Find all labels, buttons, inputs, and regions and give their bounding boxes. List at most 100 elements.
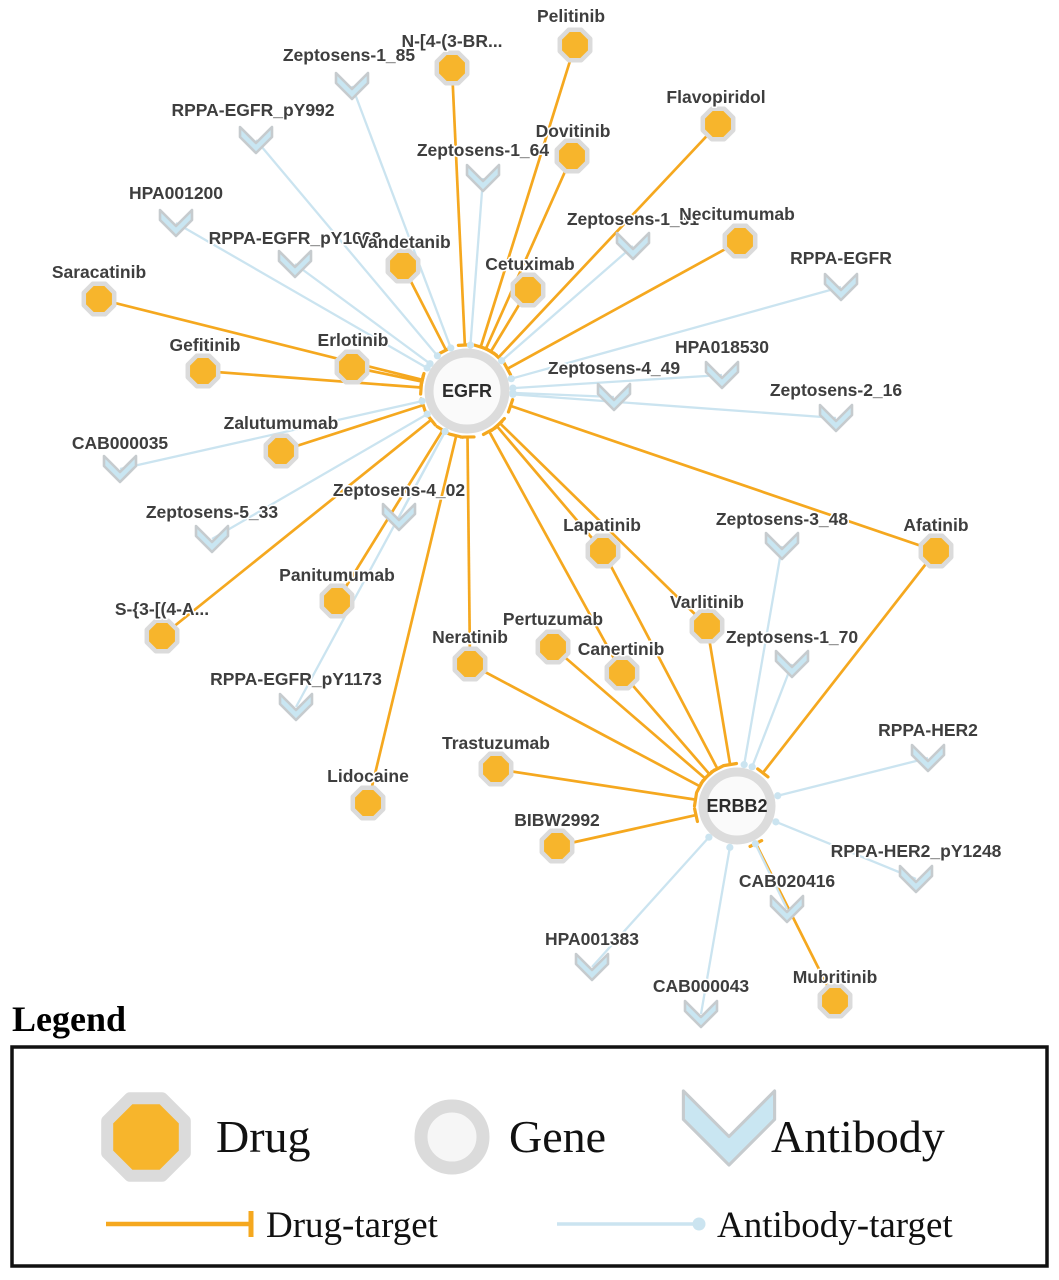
antibody-node-Zeptosens-3_48[interactable] xyxy=(764,531,800,561)
edge-antibody-Zeptosens-2_16-to-EGFR xyxy=(512,393,837,420)
gene-node-ERBB2[interactable] xyxy=(698,767,776,845)
antibody-target-dot xyxy=(726,843,734,851)
drug-label-N-[4-(3-BR...: N-[4-(3-BR... xyxy=(401,31,502,51)
drug-label-Trastuzumab: Trastuzumab xyxy=(442,733,550,753)
antibody-target-dot xyxy=(774,792,782,800)
drug-node-Lidocaine[interactable] xyxy=(350,785,386,821)
antibody-node-Zeptosens-1_31[interactable] xyxy=(615,231,651,261)
antibody-node-HPA018530[interactable] xyxy=(704,360,740,390)
drug-label-Cetuximab: Cetuximab xyxy=(485,254,574,274)
antibody-target-dot xyxy=(426,360,434,368)
drug-node-Erlotinib[interactable] xyxy=(334,349,370,385)
antibody-node-RPPA-HER2_pY1248[interactable] xyxy=(898,864,934,894)
antibody-node-CAB000035[interactable] xyxy=(102,454,138,484)
edge-antibody-RPPA-EGFR_pY992-to-EGFR xyxy=(255,139,439,357)
edge-antibody-RPPA-EGFR-to-EGFR xyxy=(511,285,842,380)
drug-target-tick xyxy=(502,361,513,377)
antibody-target-dot xyxy=(507,375,515,383)
antibody-node-Zeptosens-1_64[interactable] xyxy=(465,163,501,193)
antibody-label-Zeptosens-1_85: Zeptosens-1_85 xyxy=(283,45,416,65)
edge-antibody-RPPA-HER2-to-ERBB2 xyxy=(777,756,929,797)
antibody-node-Zeptosens-2_16[interactable] xyxy=(818,403,854,433)
edge-drug-Gefitinib-to-EGFR xyxy=(202,369,422,389)
drug-node-Vandetanib[interactable] xyxy=(385,248,421,284)
drug-node-Zalutumumab[interactable] xyxy=(263,433,299,469)
edge-drug-Flavopiridol-to-EGFR xyxy=(497,123,719,359)
antibody-node-Zeptosens-4_02[interactable] xyxy=(381,502,417,532)
drug-target-tick xyxy=(419,373,425,390)
edge-antibody-CAB000043-to-ERBB2 xyxy=(699,847,731,1015)
drug-node-Flavopiridol[interactable] xyxy=(700,106,736,142)
edge-drug-Canertinib-to-EGFR xyxy=(487,430,624,674)
edge-antibody-HPA001383-to-ERBB2 xyxy=(591,836,710,968)
edge-drug-Pelitinib-to-EGFR xyxy=(479,44,577,348)
drug-node-Gefitinib[interactable] xyxy=(185,353,221,389)
drug-label-BIBW2992: BIBW2992 xyxy=(514,810,600,830)
edge-drug-Canertinib-to-ERBB2 xyxy=(620,672,711,776)
drug-node-Saracatinib[interactable] xyxy=(81,281,117,317)
antibody-target-dot xyxy=(751,840,759,848)
drug-label-Mubritinib: Mubritinib xyxy=(793,967,878,987)
antibody-label-RPPA-HER2: RPPA-HER2 xyxy=(878,720,978,740)
edge-drug-S-{3-[(4-A...-to-EGFR xyxy=(161,418,432,638)
drug-node-Lapatinib[interactable] xyxy=(585,533,621,569)
drug-node-BIBW2992[interactable] xyxy=(539,828,575,864)
antibody-label-HPA001383: HPA001383 xyxy=(545,929,639,949)
antibody-node-RPPA-HER2[interactable] xyxy=(910,743,946,773)
antibody-node-Zeptosens-5_33[interactable] xyxy=(194,524,230,554)
antibody-label-RPPA-EGFR: RPPA-EGFR xyxy=(790,248,892,268)
drug-node-Pertuzumab[interactable] xyxy=(535,629,571,665)
drug-node-Varlitinib[interactable] xyxy=(689,608,725,644)
edge-antibody-Zeptosens-3_48-to-ERBB2 xyxy=(743,545,784,765)
antibody-node-CAB020416[interactable] xyxy=(769,894,805,924)
legend-drug-label: Drug xyxy=(216,1111,311,1162)
antibody-node-RPPA-EGFR_pY1173[interactable] xyxy=(278,692,314,722)
edge-markers-layer xyxy=(418,341,782,851)
drug-node-Dovitinib[interactable] xyxy=(554,138,590,174)
antibody-label-RPPA-HER2_pY1248: RPPA-HER2_pY1248 xyxy=(831,841,1002,861)
drug-node-Neratinib[interactable] xyxy=(452,646,488,682)
edge-drug-BIBW2992-to-ERBB2 xyxy=(556,813,697,848)
edge-drug-Afatinib-to-ERBB2 xyxy=(761,550,938,774)
drug-node-Necitumumab[interactable] xyxy=(722,223,758,259)
antibody-node-CAB000043[interactable] xyxy=(683,999,719,1029)
drug-label-Lapatinib: Lapatinib xyxy=(563,515,641,535)
drug-label-Gefitinib: Gefitinib xyxy=(170,335,241,355)
antibody-target-dot xyxy=(433,352,441,360)
drug-node-Canertinib[interactable] xyxy=(604,655,640,691)
antibody-node-HPA001200[interactable] xyxy=(158,208,194,238)
drug-node-Cetuximab[interactable] xyxy=(510,272,546,308)
antibody-label-CAB000035: CAB000035 xyxy=(72,433,169,453)
drug-target-tick xyxy=(692,807,700,824)
labels-layer: EGFRERBB2Zeptosens-1_85RPPA-EGFR_pY992HP… xyxy=(50,5,1003,998)
drug-node-Pelitinib[interactable] xyxy=(557,27,593,63)
antibody-node-RPPA-EGFR_pY1068[interactable] xyxy=(277,249,313,279)
edge-antibody-RPPA-EGFR_pY1068-to-EGFR xyxy=(294,263,431,365)
antibody-target-dot xyxy=(748,763,756,771)
antibody-node-RPPA-EGFR_pY992[interactable] xyxy=(238,125,274,155)
edge-antibody-RPPA-HER2_pY1248-to-ERBB2 xyxy=(775,820,917,881)
antibody-target-dot xyxy=(509,390,517,398)
antibody-node-Zeptosens-1_85[interactable] xyxy=(334,71,370,101)
gene-node-EGFR[interactable] xyxy=(424,348,510,434)
antibody-target-dot xyxy=(441,427,449,436)
edge-drug-Trastuzumab-to-ERBB2 xyxy=(495,767,696,801)
antibody-node-Zeptosens-1_70[interactable] xyxy=(774,649,810,679)
drug-node-Afatinib[interactable] xyxy=(918,533,954,569)
antibody-node-HPA001383[interactable] xyxy=(574,952,610,982)
drug-node-S-{3-[(4-A...[interactable] xyxy=(144,618,180,654)
drug-node-Panitumumab[interactable] xyxy=(319,583,355,619)
edge-antibody-Zeptosens-1_31-to-EGFR xyxy=(500,245,634,362)
drug-node-Trastuzumab[interactable] xyxy=(478,751,514,787)
drug-node-Mubritinib[interactable] xyxy=(817,983,853,1019)
drug-label-Neratinib: Neratinib xyxy=(432,627,508,647)
legend-antibody-edge-label: Antibody-target xyxy=(717,1205,953,1246)
antibody-label-CAB000043: CAB000043 xyxy=(653,976,750,996)
legend: Legend Drug Gene Antibody Drug-target An… xyxy=(10,999,1049,1268)
antibody-label-Zeptosens-1_70: Zeptosens-1_70 xyxy=(726,627,859,647)
drug-node-N-[4-(3-BR...[interactable] xyxy=(434,50,470,86)
antibody-node-Zeptosens-4_49[interactable] xyxy=(596,382,632,412)
antibody-node-RPPA-EGFR[interactable] xyxy=(823,272,859,302)
